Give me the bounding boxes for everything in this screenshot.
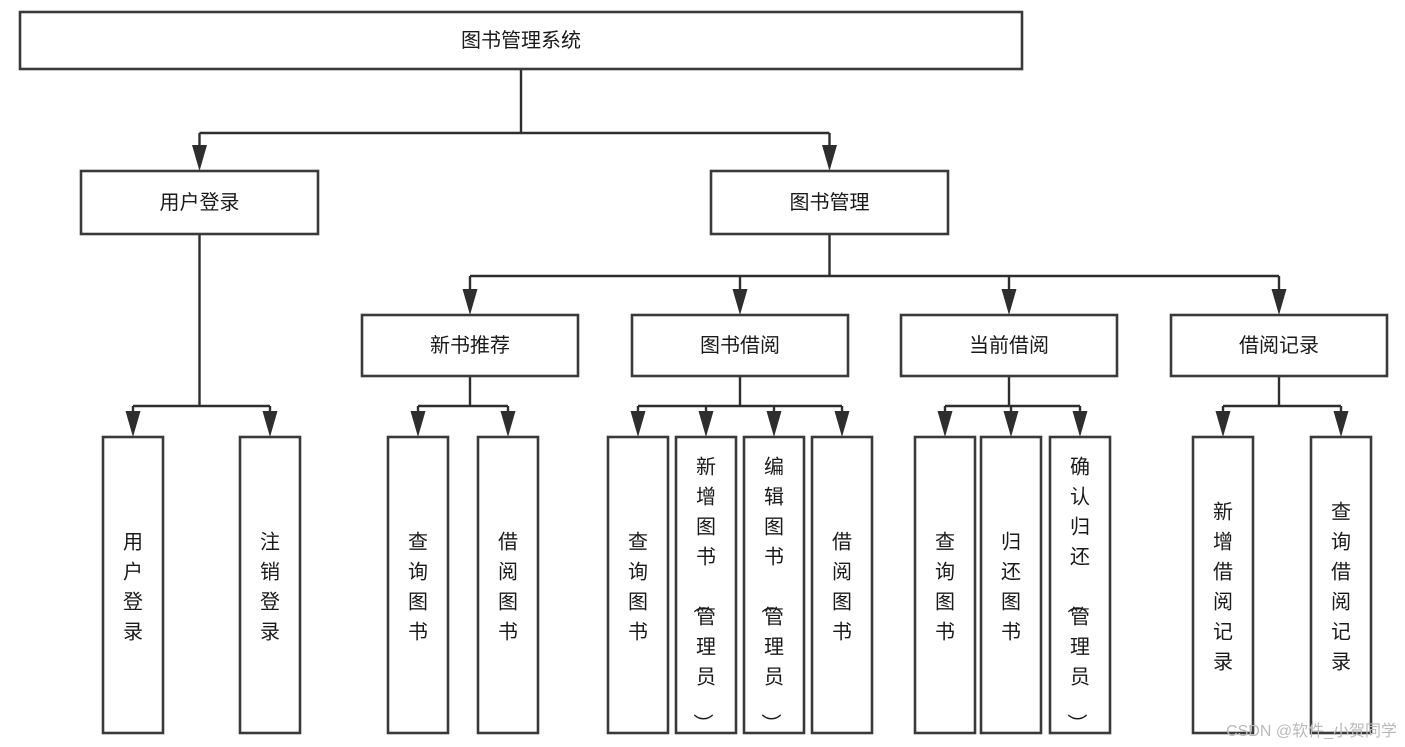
arrowhead-icon <box>1333 411 1349 437</box>
node-label: 归还图书 <box>1001 530 1021 643</box>
nodes-layer: 图书管理系统用户登录图书管理新书推荐图书借阅当前借阅借阅记录用户登录注销登录查询… <box>18 10 1389 735</box>
node-box[interactable] <box>476 435 540 735</box>
arrowhead-icon <box>262 411 278 437</box>
arrowhead-icon <box>822 145 837 171</box>
node-current-borrow[interactable]: 当前借阅 <box>899 313 1119 378</box>
node-box[interactable] <box>674 435 738 735</box>
node-label: 查询借阅记录 <box>1331 500 1351 673</box>
arrowhead-icon <box>732 289 748 315</box>
node-label: 新增图书（管理员） <box>691 455 716 733</box>
node-label: 借阅图书 <box>498 530 518 643</box>
node-label: 查询图书 <box>408 530 428 643</box>
node-label: 图书管理 <box>790 191 870 214</box>
node-label: 编辑图书（管理员） <box>759 455 784 733</box>
node-label: 新增借阅记录 <box>1213 500 1233 673</box>
node-leaf-query-book-borrow[interactable]: 查询图书 <box>606 435 670 735</box>
node-label: 新书推荐 <box>430 334 510 357</box>
connectors-layer <box>125 69 1349 437</box>
arrowhead-icon <box>125 411 141 437</box>
connector-group-root <box>192 69 837 171</box>
connector-group-book-borrow <box>630 376 850 437</box>
node-leaf-logout[interactable]: 注销登录 <box>238 435 302 735</box>
node-leaf-edit-book[interactable]: 编辑图书（管理员） <box>742 435 806 735</box>
arrowhead-icon <box>766 411 782 437</box>
node-leaf-add-book[interactable]: 新增图书（管理员） <box>674 435 738 735</box>
node-label: 借阅图书 <box>832 530 852 643</box>
arrowhead-icon <box>1271 289 1287 315</box>
arrowhead-icon <box>462 289 478 315</box>
node-leaf-query-book-current[interactable]: 查询图书 <box>913 435 977 735</box>
node-box[interactable] <box>742 435 806 735</box>
node-box[interactable] <box>810 435 874 735</box>
arrowhead-icon <box>937 411 953 437</box>
node-leaf-borrow-book-recommend[interactable]: 借阅图书 <box>476 435 540 735</box>
node-book-manage[interactable]: 图书管理 <box>709 169 950 236</box>
node-label: 图书管理系统 <box>461 29 581 52</box>
node-label: 用户登录 <box>123 531 143 643</box>
csdn-watermark: CSDN @软件_小贺同学 <box>1226 723 1397 740</box>
arrowhead-icon <box>410 411 426 437</box>
node-label: 用户登录 <box>160 191 240 214</box>
arrowhead-icon <box>698 411 714 437</box>
node-box[interactable] <box>238 435 302 735</box>
arrowhead-icon <box>630 411 646 437</box>
node-label: 查询图书 <box>628 530 648 643</box>
arrowhead-icon <box>1215 411 1231 437</box>
node-label: 注销登录 <box>260 530 280 643</box>
node-box[interactable] <box>606 435 670 735</box>
node-box[interactable] <box>913 435 977 735</box>
node-box[interactable] <box>1309 435 1373 735</box>
node-label: 查询图书 <box>935 530 955 643</box>
node-new-book-recommend[interactable]: 新书推荐 <box>360 313 580 378</box>
connector-group-book-manage <box>462 234 1287 315</box>
connector-group-borrow-record <box>1215 376 1349 437</box>
node-leaf-borrow-book[interactable]: 借阅图书 <box>810 435 874 735</box>
node-box[interactable] <box>101 435 165 735</box>
node-leaf-return-book[interactable]: 归还图书 <box>979 435 1043 735</box>
arrowhead-icon <box>1003 411 1019 437</box>
node-label: 图书借阅 <box>700 334 780 357</box>
node-box[interactable] <box>709 169 950 236</box>
node-root[interactable]: 图书管理系统 <box>18 10 1024 71</box>
node-book-borrow[interactable]: 图书借阅 <box>630 313 850 378</box>
node-leaf-query-record[interactable]: 查询借阅记录 <box>1309 435 1373 735</box>
node-box[interactable] <box>360 313 580 378</box>
node-box[interactable] <box>1191 435 1255 735</box>
node-leaf-user-login[interactable]: 用户登录 <box>101 435 165 735</box>
node-box[interactable] <box>630 313 850 378</box>
node-label: 当前借阅 <box>969 334 1049 357</box>
arrowhead-icon <box>192 145 207 171</box>
arrowhead-icon <box>1072 411 1088 437</box>
node-box[interactable] <box>79 169 320 236</box>
node-label: 借阅记录 <box>1239 334 1319 357</box>
node-user-login[interactable]: 用户登录 <box>79 169 320 236</box>
node-leaf-confirm-return[interactable]: 确认归还（管理员） <box>1048 435 1112 735</box>
connector-group-new-book-recommend <box>410 376 516 437</box>
connector-group-user-login <box>125 234 278 437</box>
node-box[interactable] <box>899 313 1119 378</box>
node-box[interactable] <box>18 10 1024 71</box>
node-box[interactable] <box>1048 435 1112 735</box>
node-box[interactable] <box>979 435 1043 735</box>
arrowhead-icon <box>500 411 516 437</box>
arrowhead-icon <box>1001 289 1017 315</box>
node-leaf-add-record[interactable]: 新增借阅记录 <box>1191 435 1255 735</box>
node-borrow-record[interactable]: 借阅记录 <box>1169 313 1389 378</box>
arrowhead-icon <box>834 411 850 437</box>
node-label: 确认归还（管理员） <box>1065 455 1090 733</box>
node-box[interactable] <box>386 435 450 735</box>
connector-group-current-borrow <box>937 376 1088 437</box>
node-leaf-query-book-recommend[interactable]: 查询图书 <box>386 435 450 735</box>
node-box[interactable] <box>1169 313 1389 378</box>
